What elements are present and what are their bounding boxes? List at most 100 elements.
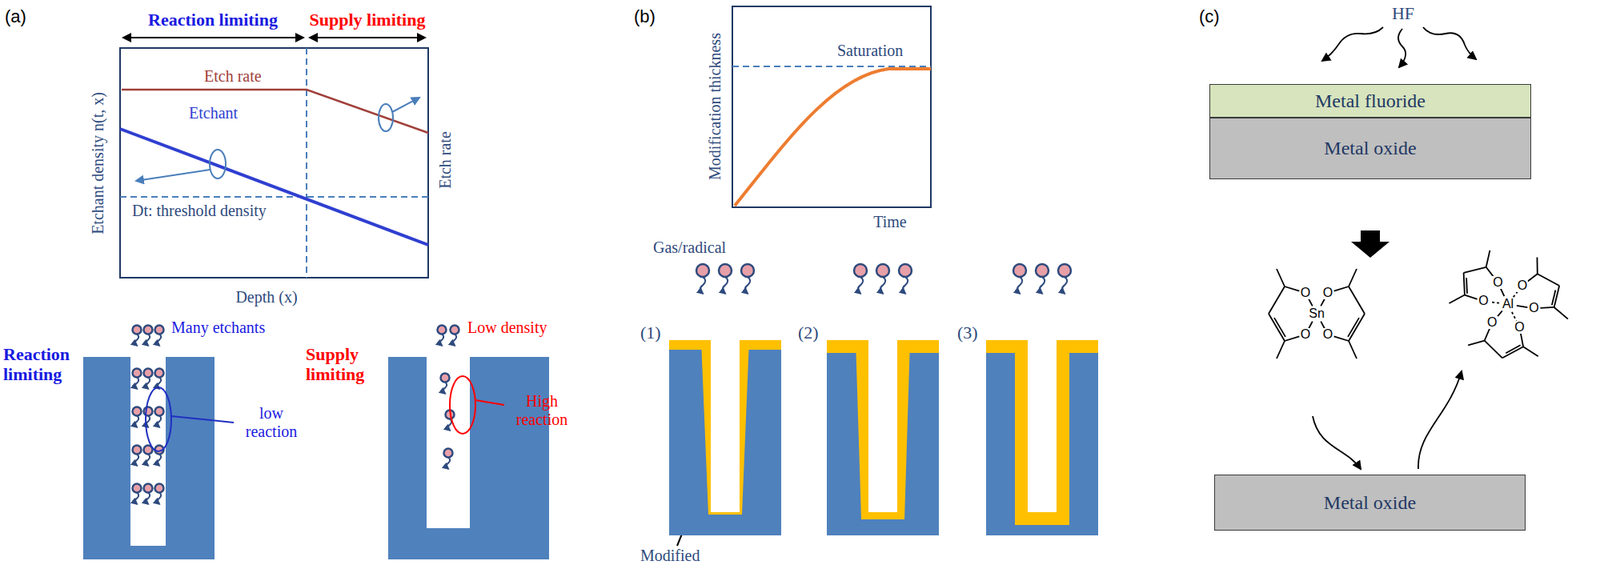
layer-label: Metal fluoride bbox=[1315, 90, 1426, 113]
bond bbox=[1274, 317, 1286, 337]
bond bbox=[1484, 340, 1503, 359]
bond bbox=[1467, 340, 1484, 346]
growth-curve bbox=[734, 68, 931, 206]
particle-tail bbox=[146, 377, 150, 389]
axis-label: Modification thickness bbox=[705, 32, 725, 181]
axis-pointer bbox=[392, 97, 420, 113]
trench bbox=[868, 340, 898, 513]
bond bbox=[1276, 340, 1285, 359]
atom-label: O bbox=[1513, 320, 1525, 334]
regime-title: Reaction limiting bbox=[3, 344, 82, 385]
particle bbox=[1058, 264, 1071, 277]
substrate bbox=[986, 340, 1099, 536]
particle-tail bbox=[135, 493, 139, 505]
bond bbox=[1268, 286, 1285, 314]
layer-label: Metal oxide bbox=[1323, 137, 1416, 160]
particle-tail bbox=[858, 276, 863, 294]
particle-tail bbox=[722, 276, 728, 294]
particle-tail bbox=[1039, 276, 1045, 294]
particle bbox=[132, 407, 142, 417]
desorb-arrow bbox=[1418, 371, 1462, 470]
step-number: (1) bbox=[640, 322, 662, 343]
bond bbox=[1484, 328, 1490, 341]
bond bbox=[1554, 307, 1568, 320]
material-layer: Metal oxide bbox=[1214, 474, 1526, 531]
leader-line bbox=[475, 400, 505, 406]
particle-tail bbox=[157, 334, 161, 346]
bond bbox=[1465, 277, 1468, 293]
bond bbox=[1347, 317, 1360, 337]
modified-layer bbox=[855, 340, 911, 520]
atom-label: O bbox=[1491, 276, 1504, 289]
bond bbox=[1505, 344, 1520, 353]
annotation: Saturation bbox=[837, 41, 903, 61]
hf-arrows bbox=[1322, 27, 1476, 68]
curve-label: Etchant bbox=[188, 104, 238, 123]
atom-label: O bbox=[1322, 328, 1334, 341]
saturation-line bbox=[732, 65, 931, 68]
particle bbox=[144, 407, 153, 417]
particle-tail bbox=[146, 416, 150, 428]
bond bbox=[1536, 257, 1539, 275]
bond bbox=[1527, 273, 1537, 281]
boundary-line bbox=[305, 48, 308, 278]
particle bbox=[144, 484, 153, 494]
bond bbox=[1268, 313, 1285, 341]
particle-tail bbox=[453, 334, 457, 346]
substrate bbox=[669, 340, 782, 536]
reagent-label: HF bbox=[1391, 3, 1415, 24]
particle-tail bbox=[440, 334, 444, 346]
particle bbox=[450, 325, 460, 335]
particle bbox=[132, 368, 142, 378]
annotation: Many etchants bbox=[171, 318, 265, 337]
highlight-ellipse bbox=[145, 387, 172, 452]
particle-tail bbox=[146, 493, 150, 505]
etchant-curve bbox=[120, 128, 429, 245]
axis-label: Etchant density n(t, x) bbox=[88, 92, 108, 235]
graph-frame bbox=[120, 48, 429, 278]
bond bbox=[1334, 336, 1349, 341]
particle bbox=[155, 484, 165, 494]
particle bbox=[132, 325, 142, 335]
particle bbox=[155, 325, 165, 335]
particle bbox=[144, 325, 153, 335]
bond bbox=[1537, 273, 1560, 286]
adsorb-arrow bbox=[1312, 416, 1361, 470]
particle bbox=[437, 325, 447, 335]
process-arrow bbox=[1351, 230, 1390, 258]
particle bbox=[854, 264, 867, 277]
particle bbox=[1035, 264, 1049, 277]
bond bbox=[1554, 285, 1560, 308]
particle-tail bbox=[880, 276, 886, 294]
bond bbox=[1284, 286, 1300, 292]
particle-tail bbox=[146, 334, 150, 346]
particle bbox=[696, 264, 710, 277]
lasso bbox=[209, 149, 226, 179]
bond bbox=[1463, 267, 1487, 273]
modified-layer bbox=[1014, 340, 1070, 526]
bond bbox=[1502, 346, 1524, 358]
atom-label: O bbox=[1527, 301, 1540, 315]
threshold-line bbox=[120, 196, 429, 198]
material-layer: Metal fluoride bbox=[1209, 84, 1532, 118]
bond bbox=[1551, 289, 1556, 305]
atom-label: O bbox=[1477, 294, 1489, 308]
atom-label: O bbox=[1299, 286, 1312, 300]
threshold-label: Dt: threshold density bbox=[132, 201, 267, 221]
bond bbox=[1520, 333, 1524, 348]
particle-tail bbox=[157, 416, 161, 428]
trench bbox=[426, 356, 470, 529]
range-arrows bbox=[123, 37, 426, 39]
curve-label: Etch rate bbox=[204, 67, 262, 86]
bond bbox=[1276, 268, 1285, 287]
particle bbox=[155, 368, 165, 378]
particle-tail bbox=[1062, 276, 1067, 294]
trench bbox=[1027, 340, 1057, 513]
particle bbox=[155, 407, 165, 417]
annotation: Gas/radical bbox=[653, 238, 726, 257]
particle bbox=[876, 264, 890, 277]
leader-line bbox=[171, 416, 234, 423]
particle-tail bbox=[135, 454, 139, 466]
highlight-ellipse bbox=[449, 376, 476, 434]
regime-title: Supply limiting bbox=[305, 344, 385, 385]
